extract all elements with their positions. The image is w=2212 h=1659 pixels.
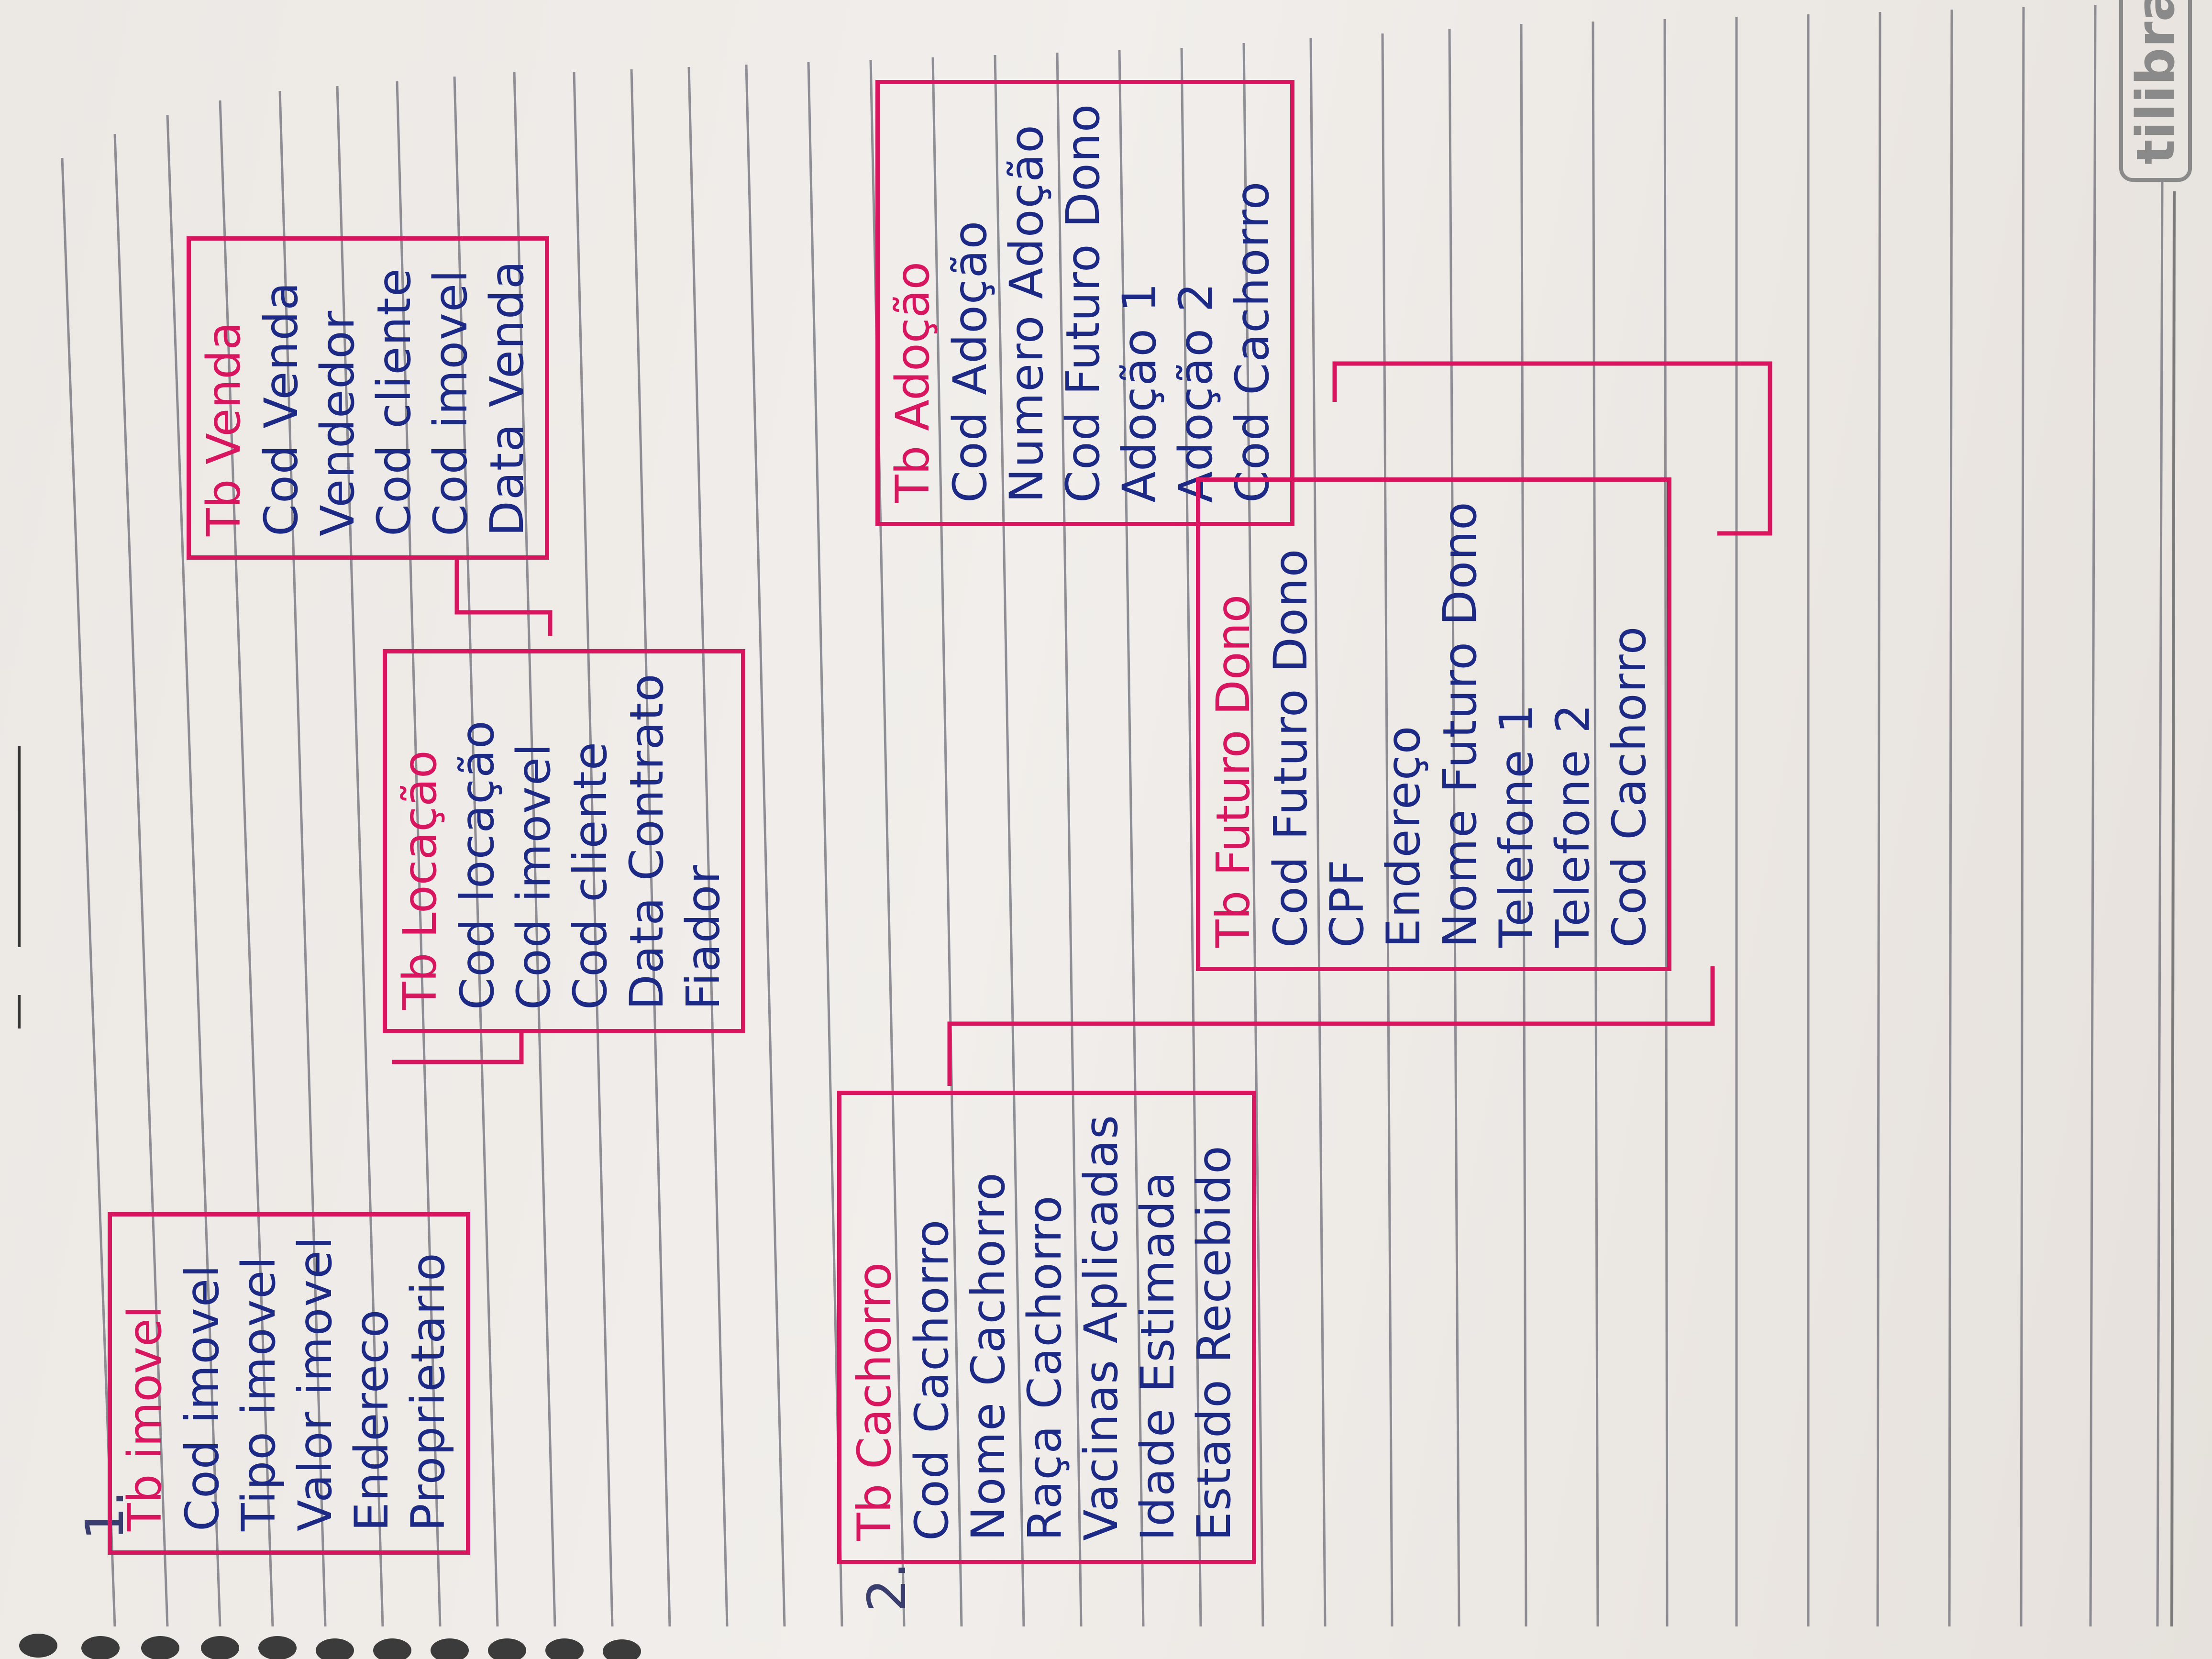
table-locacao: Tb Locação Cod locação Cod imovel Cod cl…: [383, 649, 745, 1033]
table-field: Cod Futuro Dono: [1056, 103, 1110, 503]
table-field: Valor imovel: [288, 1236, 342, 1531]
section-2-label: 2.: [856, 1562, 918, 1612]
table-field: Tipo imovel: [232, 1255, 286, 1531]
table-field: Cod Cachorro: [1603, 625, 1656, 948]
table-field: Cod cliente: [564, 741, 617, 1010]
table-cachorro: Tb Cachorro Cod Cachorro Nome Cachorro R…: [837, 1090, 1256, 1564]
table-field: Cod cliente: [367, 267, 421, 536]
table-field: Idade Estimada: [1131, 1171, 1184, 1541]
table-field: Data Contrato: [620, 673, 674, 1010]
table-title: Tb Cachorro: [848, 1262, 901, 1541]
table-venda: Tb Venda Cod Venda Vendedor Cod cliente …: [187, 236, 549, 560]
table-field: Endereco: [345, 1308, 398, 1531]
table-field: Cod imovel: [507, 742, 561, 1010]
table-field: Vacinas Aplicadas: [1074, 1114, 1128, 1541]
table-field: Raça Cachorro: [1018, 1194, 1072, 1541]
table-field: Telefone 1: [1490, 703, 1543, 948]
table-title: Tb imovel: [118, 1305, 172, 1531]
table-field: Cod Cachorro: [905, 1218, 959, 1541]
table-field: Fiador: [676, 864, 730, 1010]
table-field: Cod Cachorro: [1226, 180, 1279, 503]
brand-logo: tilibra: [2119, 0, 2192, 182]
table-field: Adoção 2: [1169, 282, 1223, 503]
table-field: Cod Adoção: [943, 220, 997, 503]
table-futuro-dono: Tb Futuro Dono Cod Futuro Dono CPF Ender…: [1196, 477, 1671, 971]
table-field: Numero Adoção: [1000, 124, 1053, 503]
table-field: Adoção 1: [1113, 282, 1166, 503]
table-field: Telefone 2: [1546, 703, 1600, 948]
table-title: Tb Venda: [197, 322, 251, 536]
table-field: Cod imovel: [424, 269, 477, 536]
table-field: Endereço: [1377, 725, 1430, 948]
table-field: CPF: [1320, 858, 1374, 948]
table-title: Tb Adoção: [886, 261, 940, 503]
table-field: Estado Recebido: [1187, 1145, 1241, 1541]
table-field: Nome Cachorro: [962, 1172, 1015, 1541]
table-title: Tb Futuro Dono: [1206, 594, 1260, 948]
table-field: Cod imovel: [176, 1264, 229, 1531]
table-imovel: Tb imovel Cod imovel Tipo imovel Valor i…: [108, 1212, 470, 1555]
table-title: Tb Locação: [393, 750, 447, 1010]
table-field: Cod Venda: [254, 281, 308, 536]
table-adocao: Tb Adoção Cod Adoção Numero Adoção Cod F…: [875, 79, 1294, 526]
table-field: Data Venda: [480, 260, 534, 536]
table-field: Cod locação: [451, 719, 504, 1010]
table-field: Cod Futuro Dono: [1264, 548, 1317, 948]
table-field: Proprietario: [401, 1252, 455, 1531]
table-field: Vendedor: [311, 310, 365, 536]
table-field: Nome Futuro Dono: [1433, 501, 1487, 948]
